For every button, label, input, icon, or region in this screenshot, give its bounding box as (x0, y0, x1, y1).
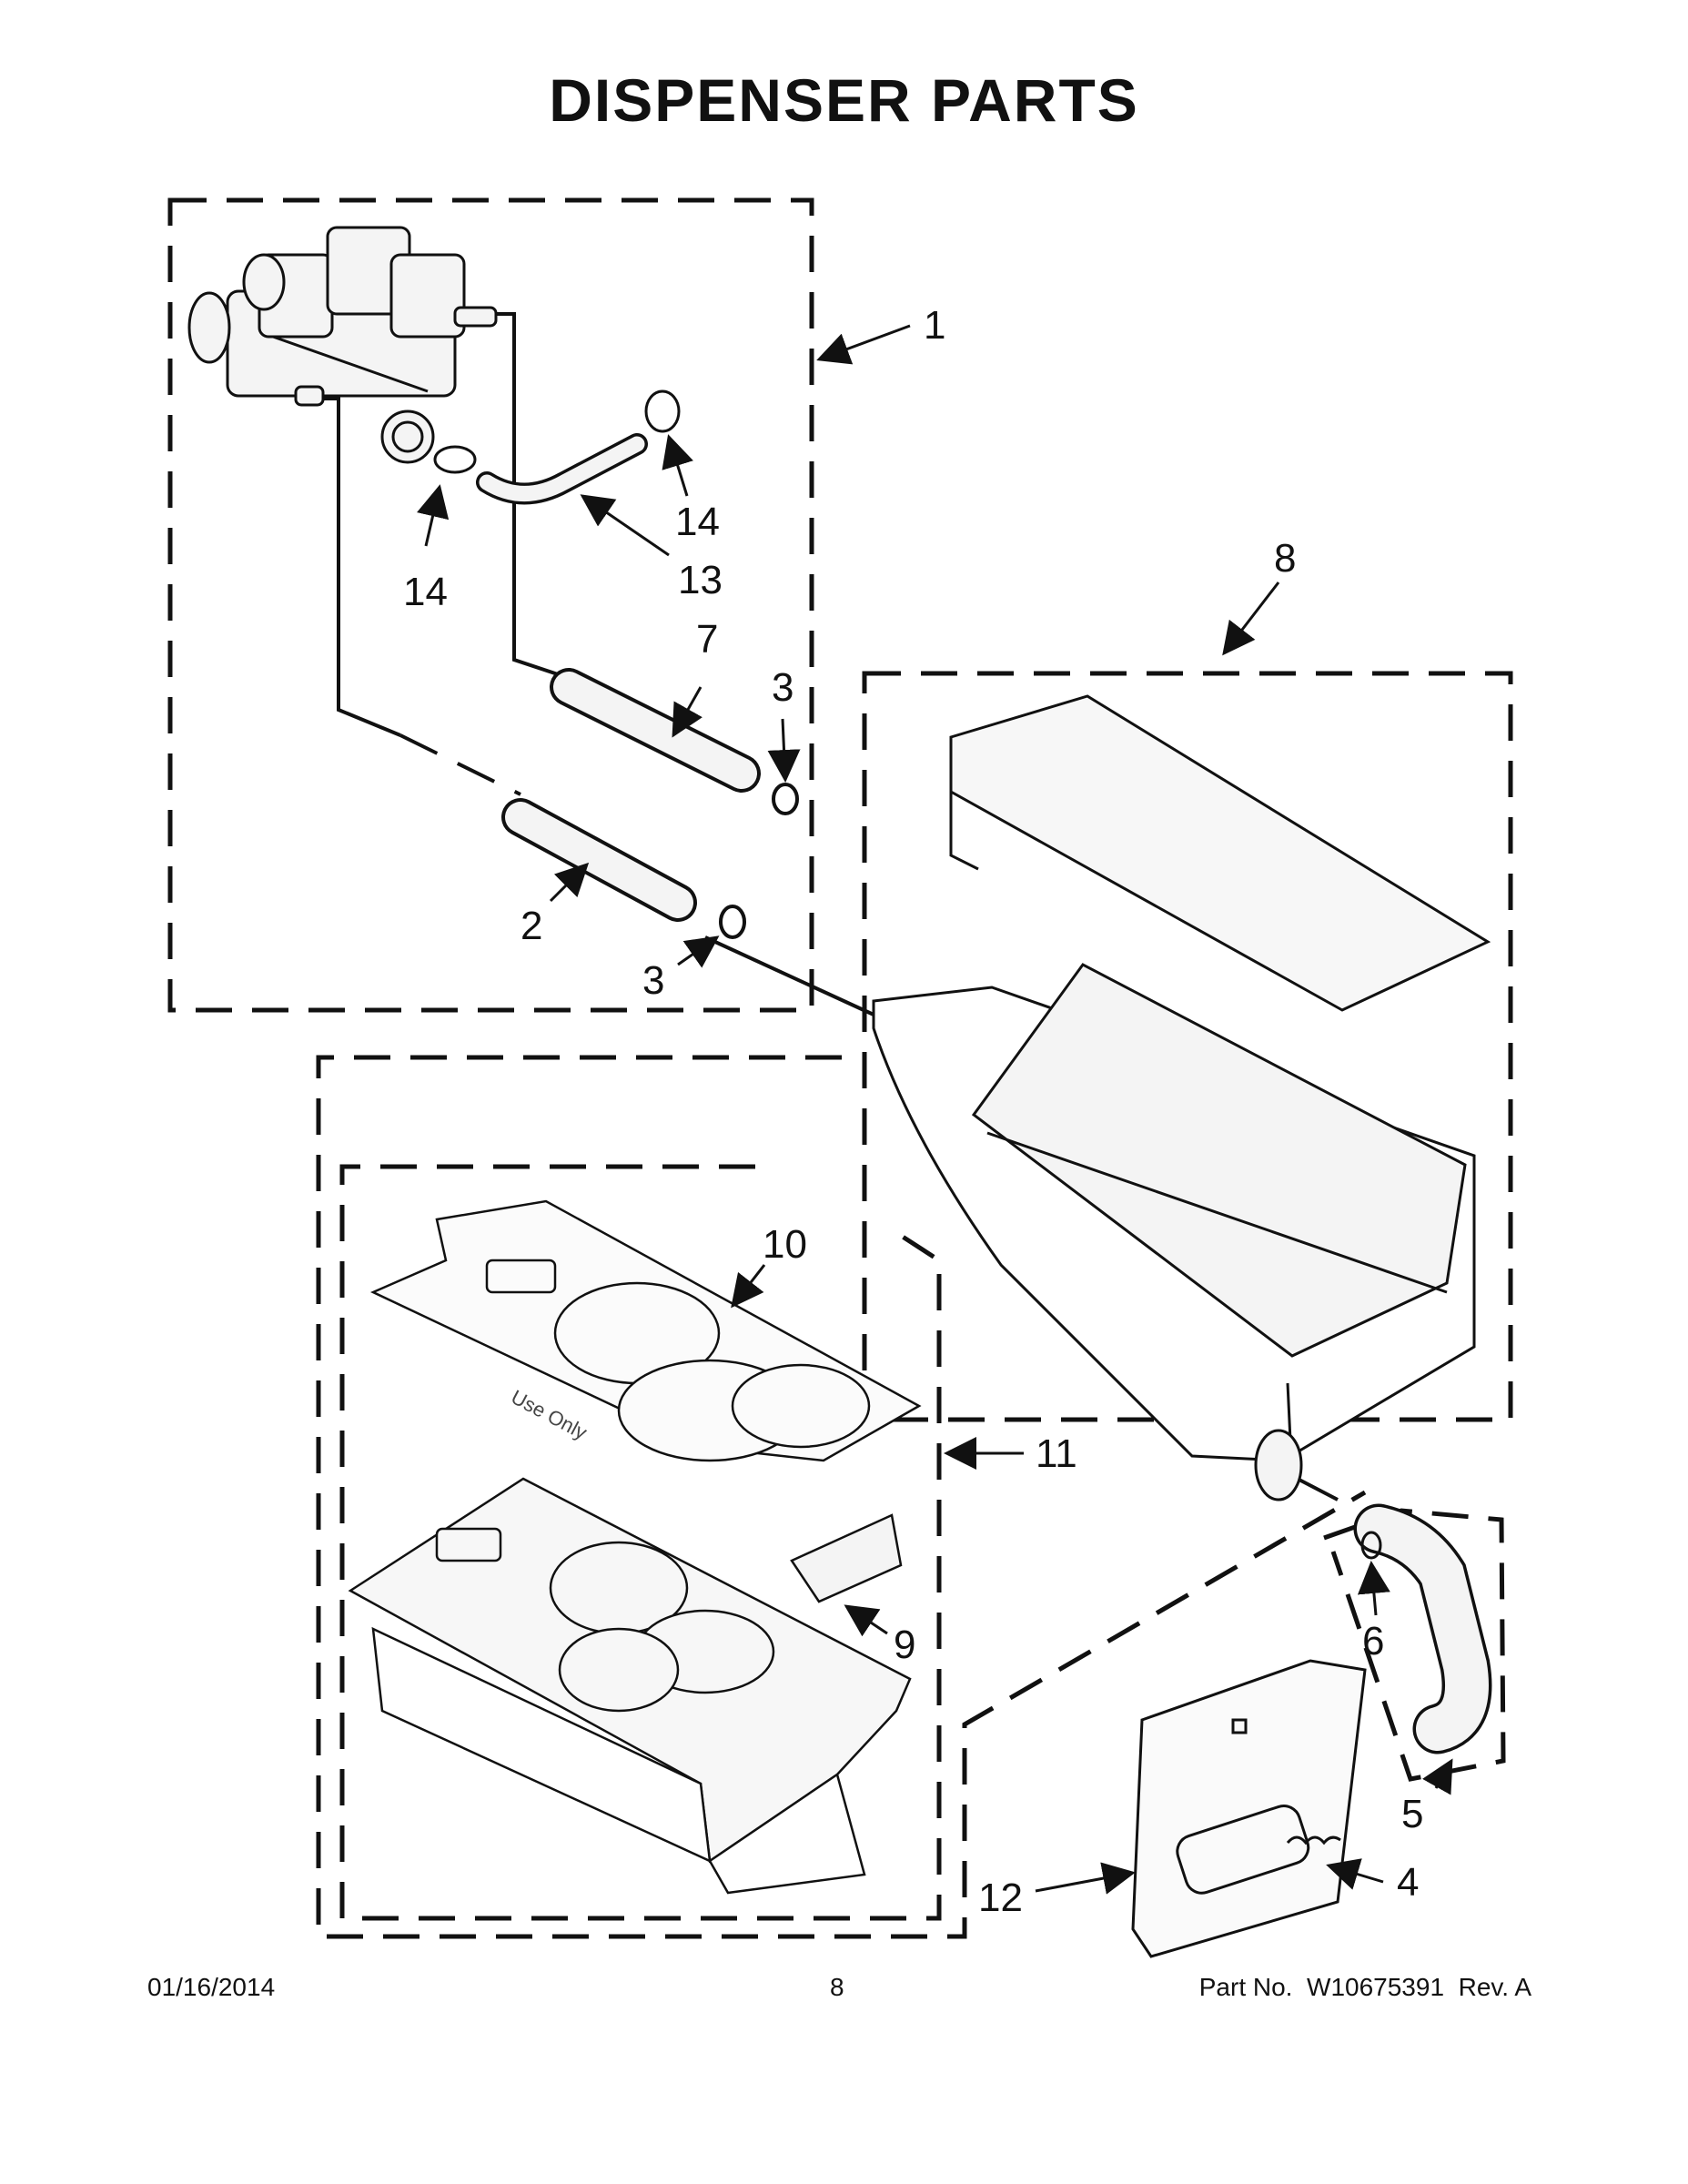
footer-page-number: 8 (830, 1973, 844, 2001)
tube-line-lower-dash (399, 733, 521, 796)
water-valve-assembly (187, 226, 498, 464)
callout-9: 9 (894, 1623, 915, 1667)
leader-10 (731, 1264, 766, 1309)
callout-7: 7 (696, 617, 718, 662)
hose-clamp-right (644, 389, 681, 433)
leader-4 (1326, 1858, 1384, 1890)
callout-3-upper: 3 (772, 665, 793, 710)
footer-part-number: W10675391 (1307, 1973, 1445, 2001)
leader-6 (1357, 1561, 1390, 1616)
leader-14-left (417, 484, 450, 547)
callout-6: 6 (1362, 1619, 1384, 1663)
leader-9 (844, 1604, 888, 1637)
callout-5: 5 (1401, 1792, 1423, 1836)
callout-2: 2 (521, 904, 542, 948)
dispenser-drawer-insert: Use Only (369, 1199, 922, 1462)
callout-12: 12 (978, 1876, 1023, 1920)
brand-logo (1286, 1835, 1341, 1845)
page-title: DISPENSER PARTS (549, 66, 1139, 134)
drawer-handle (1131, 1659, 1367, 1958)
hose-clamp (1360, 1531, 1382, 1560)
tube-clamp-lower (719, 905, 746, 939)
footer-revision: Rev. A (1458, 1973, 1531, 2001)
leader-12 (1035, 1862, 1136, 1895)
siphon-cap (790, 1513, 903, 1603)
leader-13 (580, 494, 670, 557)
tube-clamp-upper (772, 783, 799, 815)
callout-13: 13 (678, 558, 723, 602)
svg-text:Use Only: Use Only (508, 1385, 591, 1444)
dispenser-drawer (348, 1477, 912, 1895)
callout-14-right: 14 (675, 500, 720, 544)
callout-10: 10 (763, 1222, 807, 1267)
footer-date: 01/16/2014 (147, 1973, 276, 2001)
callouts: 1 14 14 13 7 3 8 2 3 10 11 9 6 5 12 4 (403, 303, 1423, 1920)
dispenser-housing (872, 694, 1491, 1502)
leader-2 (549, 862, 590, 903)
leader-1 (816, 324, 911, 365)
leader-3-lower (677, 935, 720, 968)
callout-3-lower: 3 (642, 958, 664, 1003)
callout-11: 11 (1036, 1431, 1077, 1476)
leader-7 (672, 686, 702, 738)
leader-3-upper (767, 718, 801, 783)
callout-14-left: 14 (403, 570, 448, 614)
leader-8 (1222, 581, 1280, 656)
hose-clamp-left (433, 445, 477, 474)
leader-14-right (662, 434, 693, 497)
callout-8: 8 (1274, 536, 1296, 581)
tube-line-to-housing (704, 935, 874, 1016)
tube-lower (501, 798, 697, 922)
dispenser-hose (1353, 1503, 1492, 1754)
valve-group-box (167, 197, 814, 1013)
footer-part-label: Part No. (1198, 1973, 1293, 2001)
drawer-inner-box (339, 1164, 942, 1921)
footer-part-info: Part No. W10675391 Rev. A (1199, 1973, 1531, 2002)
tube-upper (550, 668, 761, 793)
tube-line-lower (318, 397, 401, 737)
drawer-outer-box (316, 1055, 1367, 1939)
callout-1: 1 (924, 303, 945, 348)
callout-4: 4 (1397, 1860, 1419, 1905)
leader-5 (1422, 1758, 1453, 1795)
